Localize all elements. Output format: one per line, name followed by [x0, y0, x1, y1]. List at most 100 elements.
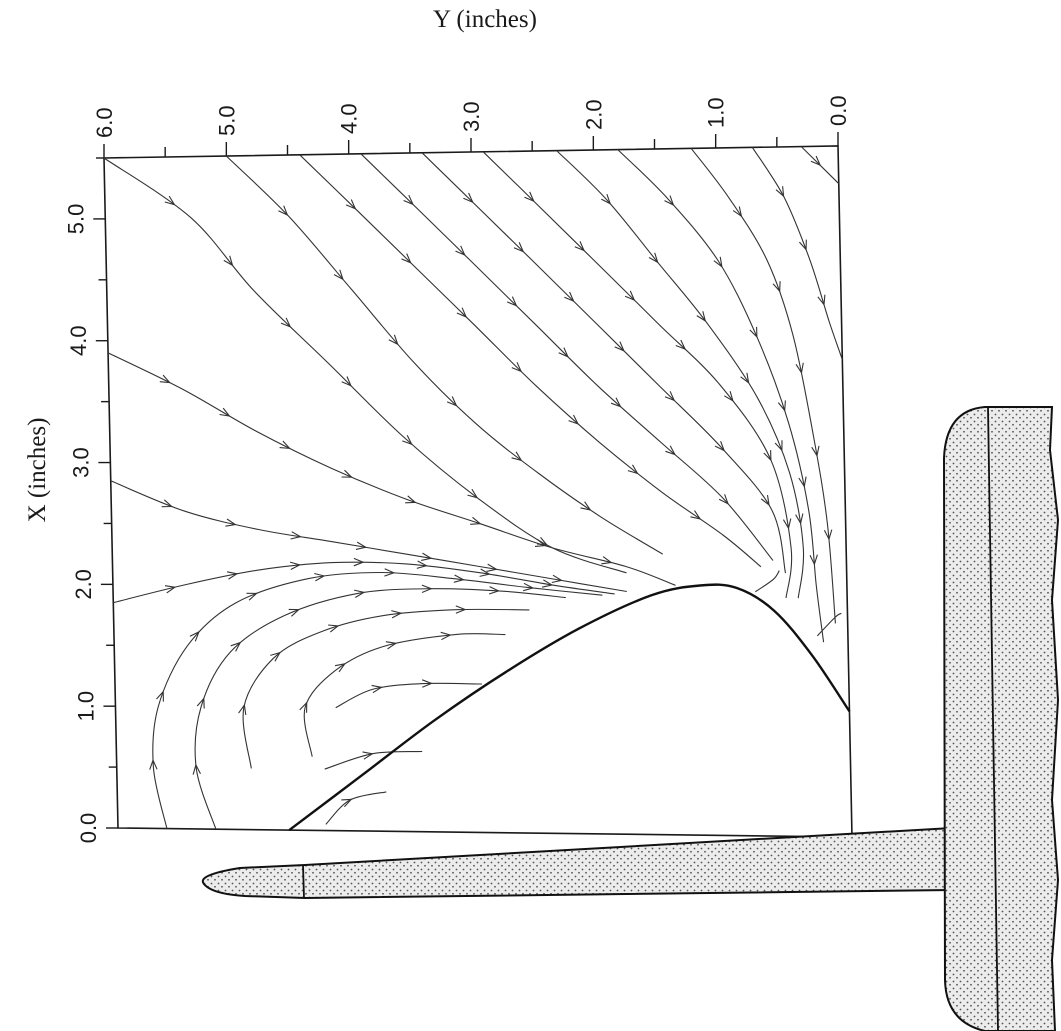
streamline-arrowhead [422, 679, 433, 688]
streamline-arrowhead [551, 574, 563, 584]
streamline [110, 480, 627, 593]
streamline [556, 150, 805, 599]
streamline [225, 155, 664, 555]
streamline-arrowhead [772, 281, 781, 293]
streamline-arrowhead [467, 488, 479, 499]
streamline-arrowhead [403, 194, 414, 206]
left-axis-tick-label: 4.0 [66, 325, 91, 356]
streamline-arrowhead [238, 703, 247, 715]
streamline-arrowhead [749, 326, 758, 339]
streamline-arrowhead [341, 376, 352, 387]
streamline-arrowhead [506, 296, 518, 307]
streamline-arrowhead [809, 554, 818, 566]
streamline-arrowhead [328, 624, 340, 633]
streamline-arrowhead [225, 518, 237, 527]
streamline-arrowhead [627, 464, 639, 475]
streamline [299, 154, 762, 568]
streamline-arrowhead [196, 697, 205, 709]
streamline-arrowhead [353, 589, 366, 598]
top-axis-tick-label: 2.0 [581, 99, 606, 130]
streamline-arrowhead [219, 407, 231, 417]
streamline-arrowhead [314, 572, 326, 582]
streamline-arrowhead [289, 561, 302, 570]
streamline-arrowhead [774, 440, 783, 452]
streamline [617, 149, 825, 643]
top-axis-tick-label: 3.0 [459, 101, 484, 132]
streamline-arrowhead [479, 568, 491, 577]
streamline-arrowhead [675, 339, 687, 351]
streamline [360, 153, 774, 561]
support-block-divider [987, 407, 999, 1031]
streamline-arrowhead [601, 194, 612, 205]
streamline [335, 682, 482, 709]
streamline-arrowhead [149, 758, 158, 770]
streamline-arrowhead [511, 362, 523, 373]
streamline-arrowhead [455, 245, 466, 257]
streamline-arrowhead [568, 414, 580, 425]
left-axis-tick-label: 3.0 [68, 447, 93, 478]
streamline-arrowhead [446, 396, 458, 407]
streamline-arrowhead [817, 294, 826, 307]
streamline [690, 148, 836, 624]
streamline-arrowhead [226, 571, 239, 580]
streamline-arrowhead [401, 253, 412, 264]
left-axis-tick-label: 0.0 [76, 813, 101, 844]
streamline-arrowhead [455, 605, 467, 614]
top-axis-tick-label: 5.0 [214, 105, 239, 136]
streamline [482, 151, 793, 599]
streamline-arrowhead [333, 269, 344, 281]
pointer-blade-divider [302, 864, 305, 899]
streamline-arrowhead [795, 513, 804, 525]
streamline-arrowhead [511, 451, 523, 462]
left-axis-tick-label: 2.0 [71, 569, 96, 600]
streamline-arrowhead [334, 662, 347, 673]
streamline-arrowhead [456, 307, 468, 318]
left-axis-ticks [93, 157, 118, 829]
streamline-arrowhead [777, 400, 786, 412]
left-axis-tick-label: 5.0 [63, 204, 88, 235]
streamline-arrowhead [574, 241, 586, 252]
streamline-arrowhead [718, 494, 729, 505]
streamline-arrowhead [624, 290, 636, 302]
streamline [800, 146, 840, 185]
streamline-arrowhead [648, 252, 659, 264]
streamline-arrowhead [558, 347, 569, 358]
streamline-arrowhead [614, 341, 625, 352]
streamline-arrowhead [601, 556, 613, 565]
streamline-arrowhead [362, 751, 374, 760]
streamline-arrowhead [341, 469, 353, 478]
streamline [242, 608, 530, 769]
streamline-arrowhead [798, 239, 807, 252]
streamline-arrowhead [405, 495, 417, 504]
streamline-arrowhead [402, 435, 413, 446]
streamline-arrowhead [810, 155, 822, 167]
streamline-arrowhead [488, 586, 501, 595]
streamline-arrowhead [270, 651, 282, 662]
streamline-arrowhead [463, 192, 474, 204]
streamline-arrowhead [388, 334, 399, 346]
streamline-arrowhead [732, 206, 743, 218]
streamline-arrowhead [280, 317, 292, 328]
streamline-arrowhead [189, 630, 200, 642]
streamline-arrowhead [740, 372, 750, 384]
streamline-arrowhead [421, 552, 433, 561]
streamline-arrowhead [541, 579, 554, 588]
support-block-shape [942, 406, 1060, 1031]
streamline-arrowhead [385, 641, 398, 650]
streamline-arrowhead [724, 391, 734, 402]
streamline-arrowhead [690, 510, 702, 520]
streamline-arrowhead [696, 311, 707, 323]
streamline-arrowhead [223, 255, 234, 267]
streamline-arrowhead [664, 391, 676, 402]
plot-frame [103, 145, 853, 838]
streamline-arrowhead [161, 499, 174, 508]
streamline-arrowhead [345, 199, 357, 210]
streamline [751, 147, 843, 360]
streamline-arrowhead [665, 445, 677, 456]
top-axis-ticks [103, 132, 839, 158]
streamline [421, 152, 787, 574]
streamline-arrowhead [299, 701, 308, 713]
pointer-blade-shape [201, 826, 953, 900]
